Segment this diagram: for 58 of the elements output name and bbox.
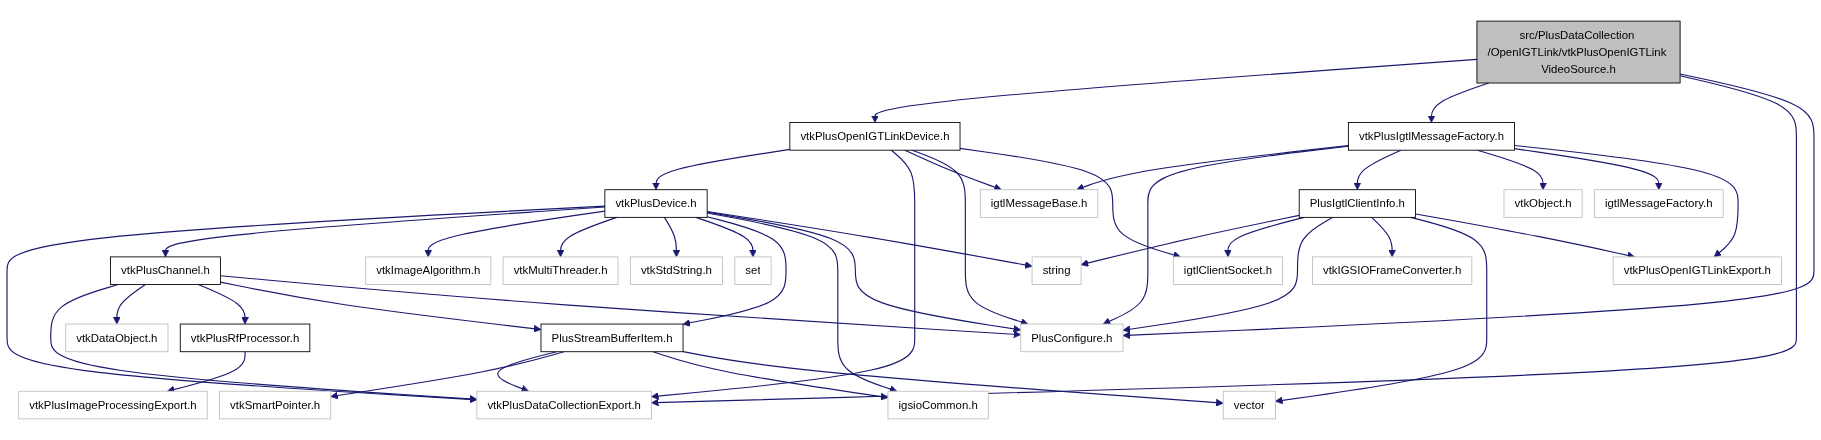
arrow [706, 211, 1022, 333]
arrow [1353, 149, 1402, 191]
arrow [6, 205, 606, 404]
arrow [1513, 144, 1739, 258]
arrow [50, 283, 478, 403]
node-box: vtkDataObject.h [65, 323, 169, 353]
arrow [871, 58, 1478, 123]
node-box: vtkSmartPointer.h [219, 390, 332, 420]
node-box: src/PlusDataCollection /OpenIGTLink/vtkPlusOpenIGTLink VideoSource.h [1476, 20, 1681, 84]
node-box: igtlMessageBase.h [979, 189, 1099, 218]
node-box: vector [1222, 390, 1276, 420]
arrow [1371, 216, 1396, 258]
arrow [219, 275, 1022, 339]
node-box: igsioCommon.h [887, 390, 989, 420]
node-box: vtkPlusOpenIGTLinkExport.h [1612, 256, 1782, 285]
arrow [219, 281, 542, 333]
node-box: PlusStreamBufferItem.h [540, 323, 684, 353]
node-box: igtlMessageFactory.h [1594, 189, 1724, 218]
arrow [663, 216, 681, 258]
node-box: vtkPlusIgtlMessageFactory.h [1347, 122, 1515, 151]
arrow [652, 148, 791, 191]
arrow [1122, 73, 1815, 340]
node-box: vtkPlusChannel.h [110, 256, 221, 285]
arrow [1076, 145, 1349, 191]
node-box: vtkObject.h [1503, 189, 1583, 218]
arrow [112, 283, 146, 325]
arrow [1122, 216, 1334, 334]
arrow [1080, 214, 1300, 267]
arrow [1102, 145, 1349, 325]
node-box: vtkStdString.h [629, 256, 723, 285]
arrow [904, 149, 1002, 191]
arrow [651, 75, 1797, 407]
node-box: vtkPlusDataCollectionExport.h [476, 390, 652, 420]
arrow [330, 351, 565, 400]
arrow [1513, 148, 1663, 191]
arrow [706, 210, 1033, 269]
arrow [706, 212, 898, 393]
node-box: PlusIgtlClientInfo.h [1298, 189, 1416, 218]
arrow [424, 210, 606, 258]
node-box: vtkIGSIOFrameConverter.h [1312, 256, 1473, 285]
arrow [1275, 216, 1488, 405]
node-box: PlusConfigure.h [1020, 323, 1124, 353]
node-box: vtkMultiThreader.h [502, 256, 619, 285]
node-box: vtkPlusRfProcessor.h [179, 323, 311, 353]
arrow [161, 206, 606, 258]
node-box: vtkImageAlgorithm.h [365, 256, 492, 285]
arrow [959, 147, 1181, 259]
node-box: vtkPlusDevice.h [604, 189, 708, 218]
arrow [682, 351, 1224, 407]
node-box: set [734, 256, 772, 285]
node-box: igtlClientSocket.h [1172, 256, 1284, 285]
arrow [682, 216, 787, 327]
arrow [651, 149, 916, 400]
arrow [197, 283, 249, 325]
node-box: string [1031, 256, 1082, 285]
arrow [652, 351, 889, 401]
node-box: vtkPlusImageProcessingExport.h [18, 390, 208, 420]
node-box: vtkPlusOpenIGTLinkDevice.h [789, 122, 961, 151]
